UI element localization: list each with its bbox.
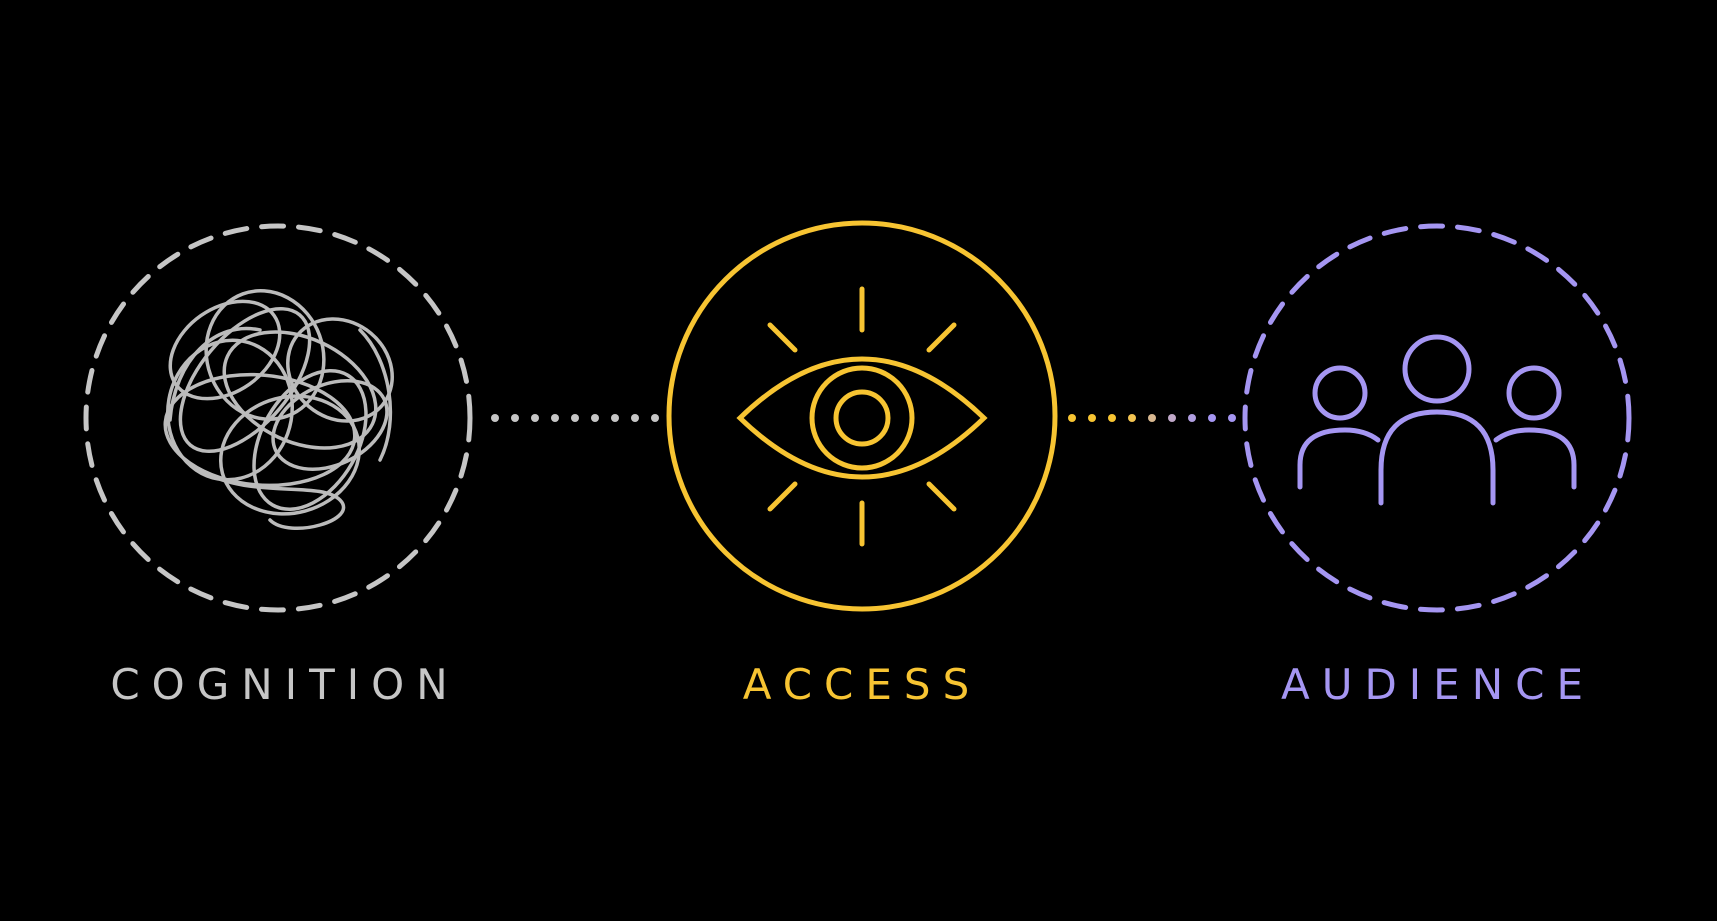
node-audience xyxy=(1242,223,1632,613)
connector-cognition-access xyxy=(491,414,659,422)
audience-ring xyxy=(1242,223,1632,613)
label-audience: AUDIENCE xyxy=(1280,660,1596,709)
people-group-icon xyxy=(1297,334,1577,506)
eye-icon xyxy=(736,286,988,547)
access-ring xyxy=(666,220,1058,612)
label-access: ACCESS xyxy=(742,660,982,709)
scribble-icon xyxy=(163,289,394,530)
node-access xyxy=(666,220,1058,612)
node-cognition xyxy=(83,223,473,613)
cognition-ring xyxy=(83,223,473,613)
connector-access-audience xyxy=(1068,414,1236,422)
label-cognition: COGNITION xyxy=(110,660,460,709)
